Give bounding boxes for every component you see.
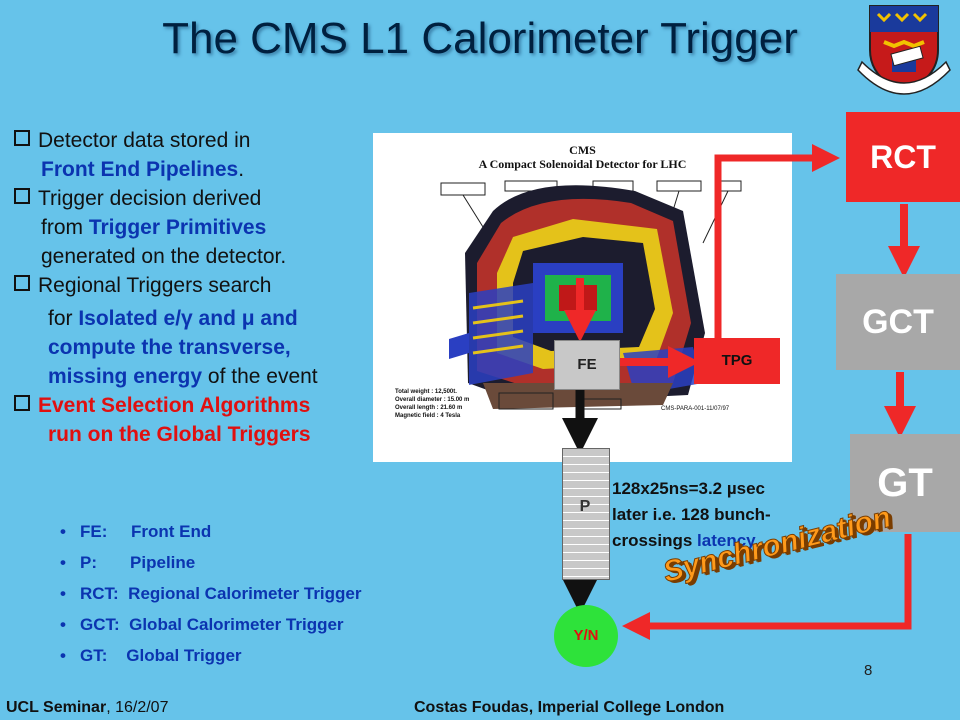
imperial-college-crest-icon [857, 5, 951, 95]
footer-right: Costas Foudas, Imperial College London [414, 699, 725, 716]
definition-item: •GT: Global Trigger [60, 646, 242, 665]
slide-title: The CMS L1 Calorimeter Trigger [162, 14, 798, 63]
bullet-list: Detector data stored in Front End Pipeli… [14, 126, 394, 449]
decision-circle: Y/N [554, 605, 618, 667]
definitions-list: •FE: Front End •P: Pipeline •RCT: Region… [60, 516, 362, 671]
bullet-3: Regional Triggers search [14, 271, 394, 300]
page-number: 8 [864, 662, 873, 679]
checkbox-square-icon [14, 130, 30, 146]
latency-note: 128x25ns=3.2 µsec later i.e. 128 bunch- … [612, 479, 771, 550]
gct-box: GCT [836, 274, 960, 370]
detector-stats: Total weight : 12,500t. Overall diameter… [395, 389, 470, 419]
footer-left: UCL Seminar, 16/2/07 [6, 699, 169, 716]
bullet-4: Event Selection Algorithms [14, 391, 394, 420]
definition-item: •RCT: Regional Calorimeter Trigger [60, 584, 362, 603]
gt-box: GT [850, 434, 960, 532]
checkbox-square-icon [14, 275, 30, 291]
pipeline-label: P [579, 498, 591, 515]
bullet-1: Detector data stored in [14, 126, 394, 155]
tpg-box: TPG [694, 338, 780, 384]
rct-box: RCT [846, 112, 960, 202]
definition-item: •P: Pipeline [60, 553, 196, 572]
checkbox-square-icon [14, 188, 30, 204]
checkbox-square-icon [14, 395, 30, 411]
bullet-2: Trigger decision derived [14, 184, 394, 213]
pipeline-box [562, 448, 610, 580]
fe-box: FE [554, 340, 620, 390]
definition-item: •FE: Front End [60, 522, 212, 541]
definition-item: •GCT: Global Calorimeter Trigger [60, 615, 344, 634]
